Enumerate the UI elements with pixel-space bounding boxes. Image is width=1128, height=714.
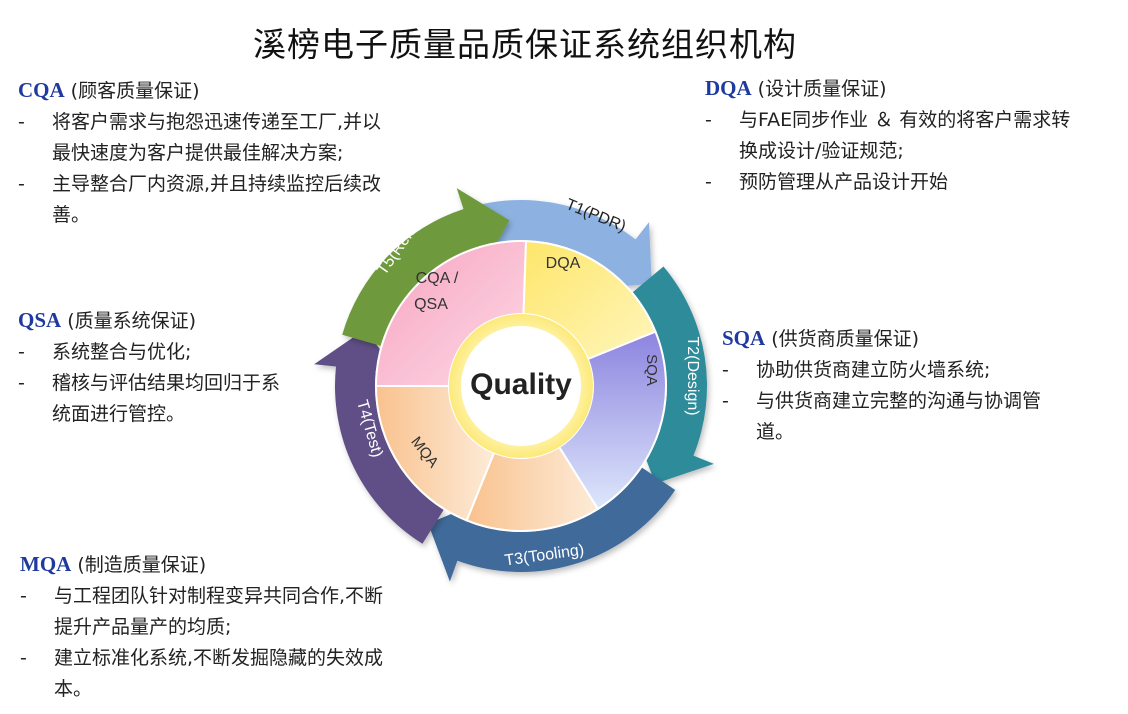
t2-arrow <box>632 266 714 484</box>
qsa-item-1: -系统整合与优化; <box>18 341 192 363</box>
mqa-item-2: -建立标准化系统,不断发掘隐藏的失效成本。 <box>20 647 384 700</box>
mqa-abbr: MQA <box>20 552 72 576</box>
cqa-section: CQA(顾客质量保证) -将客户需求与抱怨迅速传递至工厂,并以最快速度为客户提供… <box>18 75 438 231</box>
center-label: Quality <box>470 368 572 401</box>
mqa-heading: MQA(制造质量保证) <box>20 549 440 581</box>
dqa-name: (设计质量保证) <box>757 78 887 100</box>
t5-arrow <box>342 188 510 346</box>
outer-arrow-ring <box>314 188 714 582</box>
sqa-item-1: -协助供货商建立防火墙系统; <box>722 359 991 381</box>
inner-segment-ring <box>374 240 667 532</box>
cqa-abbr: CQA <box>18 78 65 102</box>
dqa-section: DQA(设计质量保证) -与FAE同步作业 ＆ 有效的将客户需求转换成设计/验证… <box>705 73 1125 198</box>
cqa-item-2: -主导整合厂内资源,并且持续监控后续改善。 <box>18 173 382 226</box>
cqa-item-1: -将客户需求与抱怨迅速传递至工厂,并以最快速度为客户提供最佳解决方案; <box>18 111 382 164</box>
sqa-item-2: -与供货商建立完整的沟通与协调管道。 <box>722 390 1042 443</box>
qsa-section: QSA(质量系统保证) -系统整合与优化; -稽核与评估结果均回归于系统面进行管… <box>18 305 338 430</box>
t3-arrow <box>428 467 676 582</box>
dqa-segment-label: DQA <box>546 255 581 272</box>
mqa-name: (制造质量保证) <box>77 554 207 576</box>
cqa-qsa-label-line2: QSA <box>414 296 448 313</box>
qsa-heading: QSA(质量系统保证) <box>18 305 338 337</box>
qsa-name: (质量系统保证) <box>67 310 197 332</box>
t4-arrow <box>314 329 444 544</box>
sqa-name: (供货商质量保证) <box>771 328 920 350</box>
cqa-heading: CQA(顾客质量保证) <box>18 75 438 107</box>
dqa-item-1: -与FAE同步作业 ＆ 有效的将客户需求转换成设计/验证规范; <box>705 109 1071 162</box>
mqa-section: MQA(制造质量保证) -与工程团队针对制程变异共同合作,不断提升产品量产的均质… <box>20 549 440 705</box>
qsa-abbr: QSA <box>18 308 62 332</box>
sqa-heading: SQA(供货商质量保证) <box>722 323 1102 355</box>
dqa-abbr: DQA <box>705 76 752 100</box>
sqa-section: SQA(供货商质量保证) -协助供货商建立防火墙系统; -与供货商建立完整的沟通… <box>722 323 1102 448</box>
sqa-segment-label: SQA <box>643 354 660 386</box>
phase-t2-label: T2(Design) <box>684 336 701 415</box>
cqa-name: (顾客质量保证) <box>70 80 200 102</box>
sqa-abbr: SQA <box>722 326 766 350</box>
dqa-item-2: -预防管理从产品设计开始 <box>705 171 949 193</box>
mqa-item-1: -与工程团队针对制程变异共同合作,不断提升产品量产的均质; <box>20 585 384 638</box>
qsa-item-2: -稽核与评估结果均回归于系统面进行管控。 <box>18 372 281 425</box>
dqa-heading: DQA(设计质量保证) <box>705 73 1125 105</box>
cqa-qsa-label-line1: CQA / <box>416 270 459 287</box>
center-core <box>461 326 581 446</box>
page-title: 溪榜电子质量品质保证系统组织机构 <box>253 25 797 64</box>
